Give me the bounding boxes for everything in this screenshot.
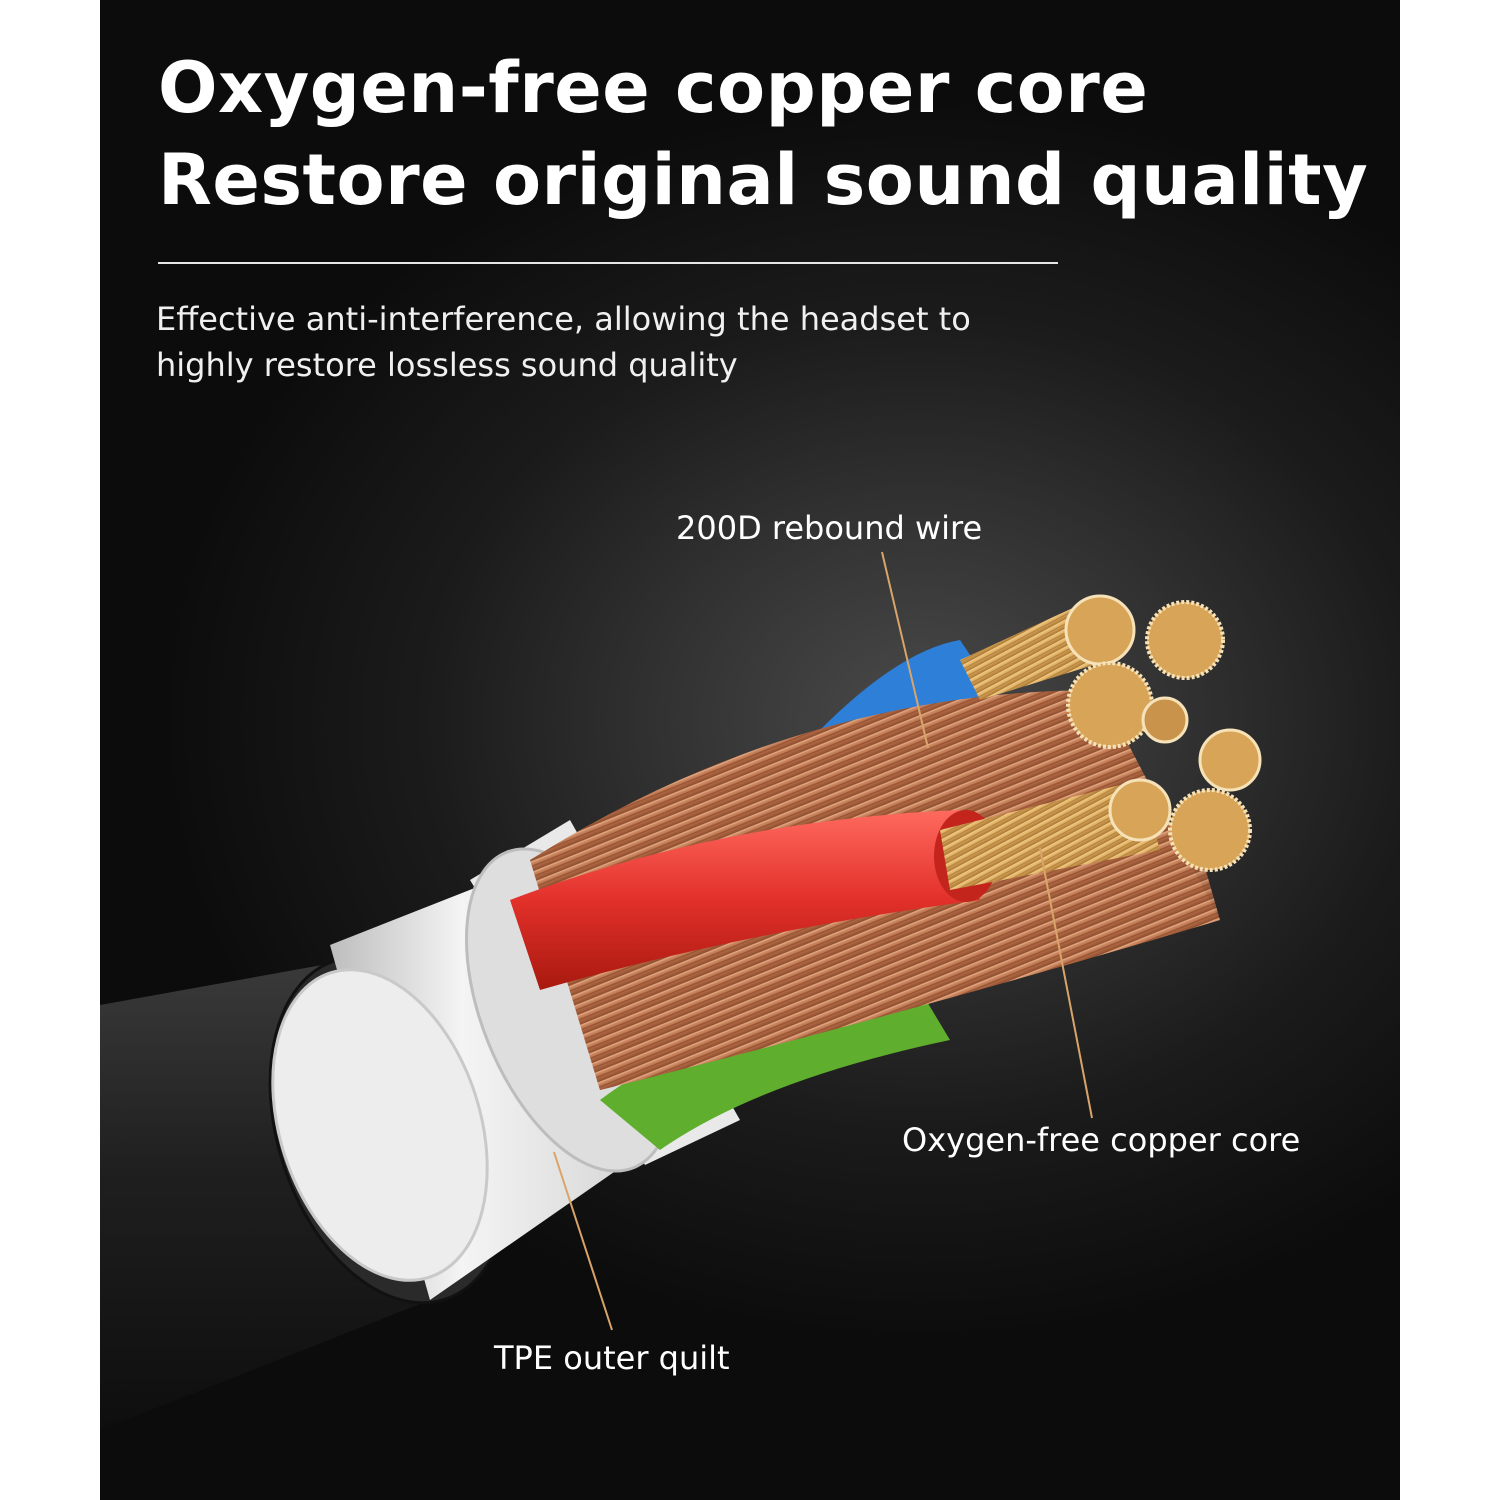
leader-lines <box>553 551 1093 1331</box>
leader-line-outer-quilt <box>553 1151 613 1331</box>
cable-cross-section-illustration <box>100 551 1262 1430</box>
subtext-line-1: Effective anti-interference, allowing th… <box>156 300 971 338</box>
subtext-line-2: highly restore lossless sound quality <box>156 346 738 384</box>
leader-line-rebound-wire <box>881 551 929 749</box>
callout-copper-core: Oxygen-free copper core <box>902 1121 1301 1159</box>
headline-line-1: Oxygen-free copper core <box>158 47 1149 129</box>
callout-rebound-wire: 200D rebound wire <box>676 509 983 547</box>
product-image-panel: Oxygen-free copper core Restore original… <box>100 0 1400 1500</box>
conductor-end-faces <box>1064 594 1262 872</box>
callout-outer-quilt: TPE outer quilt <box>494 1339 730 1377</box>
divider-rule <box>158 262 1058 264</box>
headline-line-2: Restore original sound quality <box>158 139 1369 221</box>
leader-line-copper-core <box>1039 847 1093 1119</box>
green-insulated-core <box>600 990 950 1150</box>
